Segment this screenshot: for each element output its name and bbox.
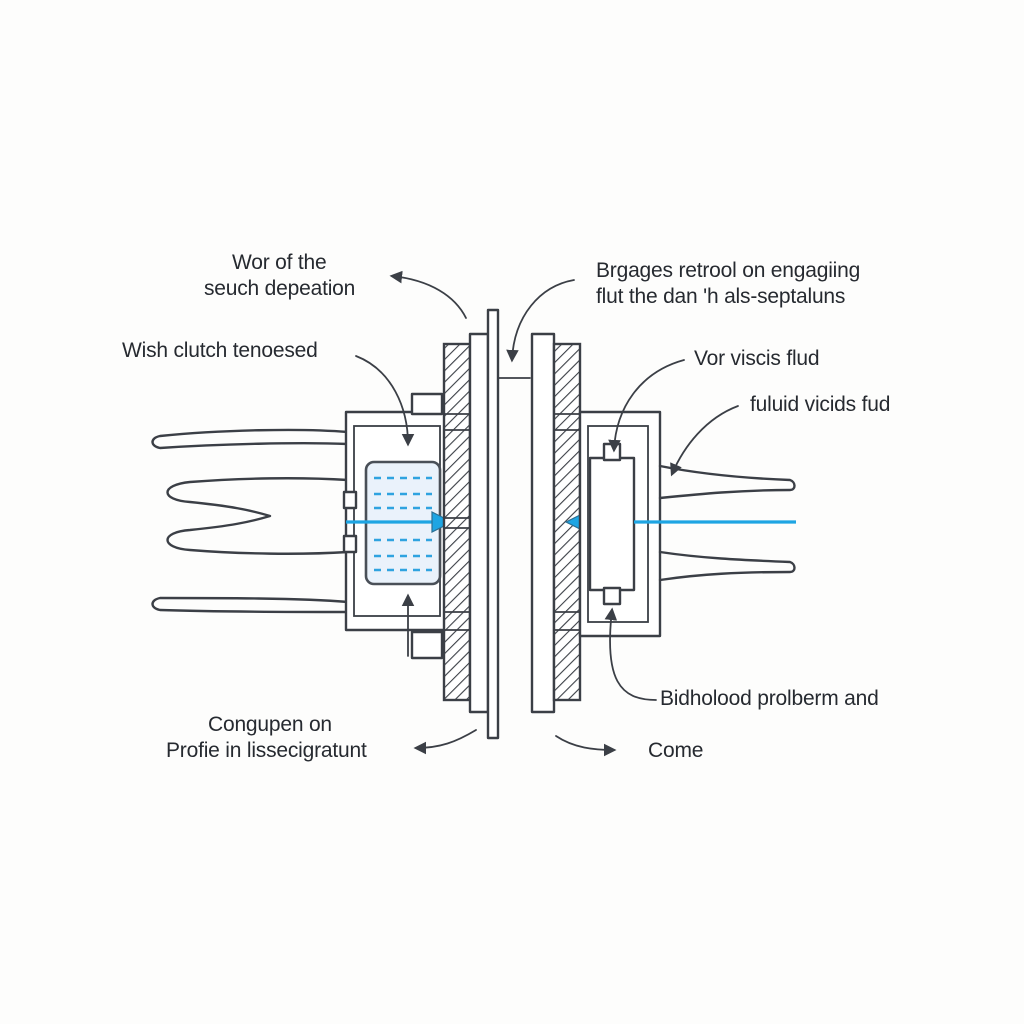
label-right-mid-2: fuluid vicids fud xyxy=(750,393,891,416)
leader-arrows xyxy=(355,270,739,757)
right-housing xyxy=(578,410,662,638)
label-bottom-left-line2: Profie in lissecigratunt xyxy=(166,739,367,762)
label-left-mid: Wish clutch tenoesed xyxy=(122,339,318,362)
label-right-low: Bidholood prolberm and xyxy=(660,687,879,710)
left-input-tubes xyxy=(151,428,350,614)
right-clutch-plates xyxy=(530,332,587,714)
label-bottom-right: Come xyxy=(648,739,704,762)
left-clutch-plates xyxy=(410,332,490,714)
label-bottom-left-line1: Congupen on xyxy=(208,713,332,736)
viscous-fluid-chamber xyxy=(346,460,454,586)
right-output-tubes xyxy=(634,464,796,582)
label-top-right-line2: flut the dan 'h als-septaluns xyxy=(596,285,846,308)
label-top-right-line1: Brgages retrool on engagiing xyxy=(596,259,861,282)
label-right-mid-1: Vor viscis flud xyxy=(694,347,820,370)
center-separator xyxy=(486,308,531,740)
label-top-left-line2: seuch depeation xyxy=(204,277,356,300)
label-top-left-line1: Wor of the xyxy=(232,251,327,274)
